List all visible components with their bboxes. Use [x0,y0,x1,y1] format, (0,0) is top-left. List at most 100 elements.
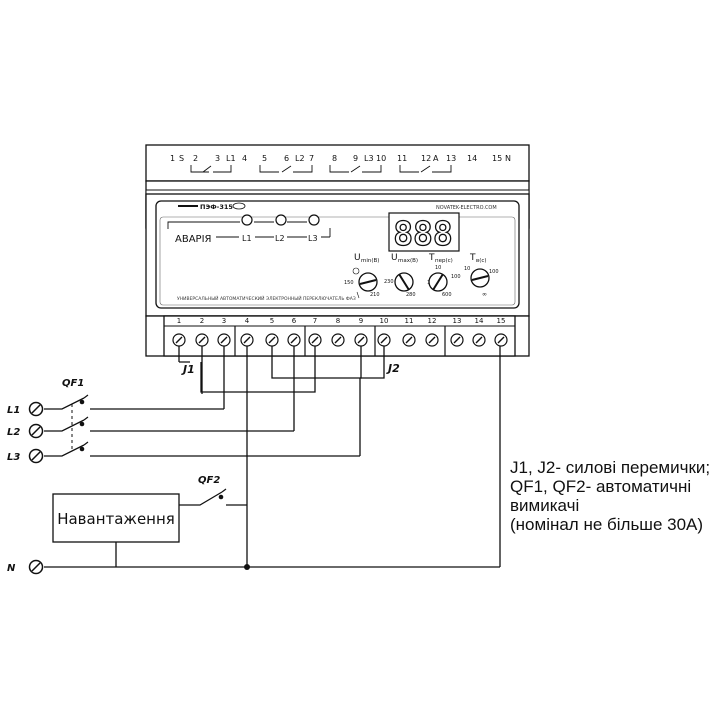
relay-device: 1 S 2 3 L1 4 5 6 L2 7 8 9 L3 10 11 12 A … [145,144,530,357]
qf1-label: QF1 [62,378,84,389]
svg-text:100: 100 [451,274,461,280]
top-terminal-4: 4 [242,154,247,163]
terminal-screw-12 [425,333,439,347]
bottom-terminal-6: 6 [292,317,297,325]
bottom-terminal-5: 5 [270,317,274,325]
svg-text:max(B): max(B) [398,258,418,264]
j2-label: J2 [386,362,400,375]
terminal-screw-6 [287,333,301,347]
svg-text:T: T [469,253,476,263]
bottom-terminal-13: 13 [453,317,462,325]
bottom-terminal-10: 10 [380,317,389,325]
svg-text:U: U [391,253,398,263]
top-terminal-7: 7 [309,154,314,163]
top-terminal-a: A [433,154,439,163]
bottom-terminal-15: 15 [497,317,506,325]
svg-text:10: 10 [435,265,441,271]
qf2-label: QF2 [198,475,220,486]
led-l2-indicator [275,214,287,226]
top-terminal-10: 10 [376,154,386,163]
svg-text:1: 1 [427,280,430,286]
display-digits: 888 [393,214,453,253]
svg-text:10: 10 [464,266,470,272]
jumper-j2-part [271,346,362,379]
load-label: Навантаження [57,510,175,528]
bottom-terminal-14: 14 [475,317,484,325]
svg-text:в(с): в(с) [476,258,487,264]
top-terminal-15: 15 [492,154,502,163]
top-terminal-8: 8 [332,154,337,163]
knob-tv: T в(с) 10 100 ∞ [464,253,499,298]
terminal-screw-2 [195,333,209,347]
qf1-contact-dot [79,399,85,405]
top-terminal-12: 12 [421,154,431,163]
wiring-note: J1, J2- силові перемички; QF1, QF2- авто… [510,458,715,534]
bottom-terminal-11: 11 [405,317,414,325]
terminal-screw-14 [472,333,486,347]
led-label-alarm: АВАРІЯ [175,234,211,245]
terminal-l3 [28,448,44,464]
top-terminal-3: 3 [215,154,220,163]
note-line-1: J1, J2- силові перемички; [510,458,711,477]
knob-umin: U min(B) 150 210 [344,253,380,299]
terminal-screw-15 [494,333,508,347]
top-terminal-l1: L1 [226,154,236,163]
bottom-terminal-4: 4 [245,317,250,325]
led-l1-indicator [241,214,253,226]
line-label-l1: L1 [7,405,20,416]
top-terminal-strip [145,144,530,182]
neutral-junction [244,564,250,570]
jumper-j2 [360,346,385,379]
terminal-screw-3 [217,333,231,347]
note-line-3: вимикачі [510,496,580,515]
terminal-screw-11 [402,333,416,347]
bottom-terminal-7: 7 [313,317,317,325]
bottom-terminal-12: 12 [428,317,437,325]
relay-contact-symbols [190,165,452,173]
top-terminal-2: 2 [193,154,198,163]
top-terminal-n: N [505,154,511,163]
j1-label: J1 [181,363,195,376]
svg-text:280: 280 [406,292,416,298]
led-row: АВАРІЯ L1 L2 L3 [167,214,331,245]
svg-text:пер(с): пер(с) [435,258,453,264]
svg-text:∞: ∞ [482,291,487,298]
line-label-l2: L2 [7,427,20,438]
certification-mark-icon [232,202,246,210]
svg-text:150: 150 [344,280,354,286]
terminal-screw-7 [308,333,322,347]
terminal-screw-1 [172,333,186,347]
top-terminal-14: 14 [467,154,477,163]
bottom-terminal-8: 8 [336,317,340,325]
bottom-terminal-screws [172,333,508,347]
bottom-terminal-3: 3 [222,317,226,325]
top-terminal-13: 13 [446,154,456,163]
top-terminal-s: S [179,154,184,163]
terminal-screw-10 [377,333,391,347]
top-terminal-l3: L3 [364,154,374,163]
note-line-2: QF1, QF2- автоматичні [510,477,692,496]
load-circuit: Навантаження [52,488,247,567]
top-terminal-1: 1 [170,154,175,163]
svg-text:U: U [354,253,361,263]
led-l3-indicator [308,214,320,226]
seven-segment-display: 888 [388,212,460,254]
line-label-n: N [7,563,16,574]
led-label-l1: L1 [242,234,252,243]
terminal-screw-9 [354,333,368,347]
line-label-l3: L3 [7,452,20,463]
top-terminal-l2: L2 [295,154,305,163]
terminal-screw-4 [240,333,254,347]
device-model: ПЭФ-315 [200,203,233,211]
svg-text:100: 100 [489,269,499,275]
brand-row: ПЭФ-315 NOVATEK-ELECTRO.COM [178,202,497,211]
led-label-l3: L3 [308,234,318,243]
terminal-l2 [28,423,44,439]
terminal-screw-5 [265,333,279,347]
top-terminal-9: 9 [353,154,358,163]
bottom-terminal-1: 1 [177,317,181,325]
terminal-screw-13 [450,333,464,347]
svg-text:min(B): min(B) [361,258,379,264]
